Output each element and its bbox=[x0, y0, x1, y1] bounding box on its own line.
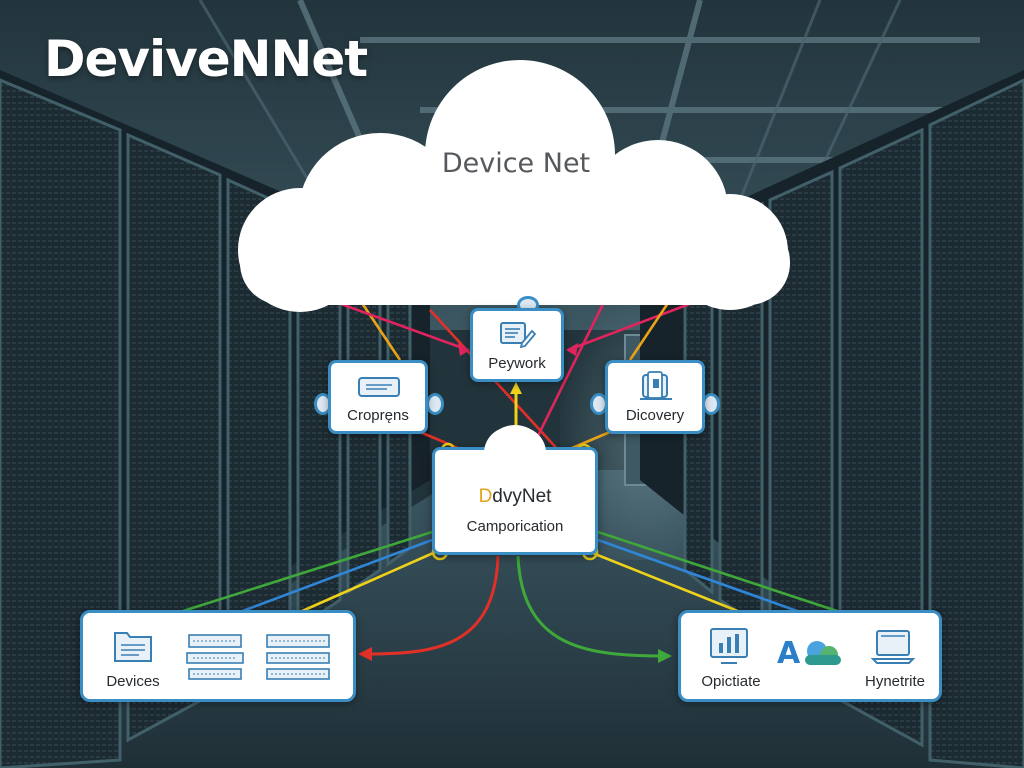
connector-cloud-left-magenta bbox=[329, 298, 469, 352]
connector-right-hub-orange bbox=[571, 430, 611, 450]
circuit-board-icon bbox=[266, 634, 330, 680]
node-dicovery-label: Dicovery bbox=[625, 407, 685, 424]
document-edit-icon bbox=[500, 322, 536, 349]
node-cropręns-label: Cropręns bbox=[347, 407, 409, 424]
connector-hub-bottomright-blue bbox=[597, 538, 801, 614]
connector-hub-output-green bbox=[516, 555, 669, 658]
svg-text:A: A bbox=[777, 636, 801, 669]
panel-output-right-label: Hynetrite bbox=[864, 673, 926, 690]
connector-cloud-right-orange bbox=[628, 299, 672, 361]
arrowhead-devices bbox=[358, 647, 372, 661]
node-peywork[interactable]: Peywork bbox=[470, 308, 564, 382]
cloud-logo-icon: A bbox=[777, 636, 841, 669]
card-reader-icon bbox=[358, 377, 400, 397]
folder-icon bbox=[114, 632, 152, 662]
hub-title: DdvyNet bbox=[435, 486, 595, 508]
connector-cloud-left-orange bbox=[358, 299, 402, 361]
connector-hub-devices-red bbox=[364, 555, 500, 656]
node-left-connector-tab-right bbox=[426, 393, 444, 415]
arrowhead-top bbox=[510, 382, 522, 394]
arrowhead-top-right bbox=[566, 343, 578, 356]
connector-hub-bottomleft-blue bbox=[239, 538, 433, 614]
arrowhead-top-left bbox=[458, 343, 470, 356]
connector-hub-bottomleft-yellow bbox=[299, 548, 441, 614]
connector-hub-bottomright-yellow bbox=[589, 550, 741, 614]
panel-output[interactable]: A Opictiate Hynetrite bbox=[678, 610, 942, 702]
node-peywork-label: Peywork bbox=[488, 355, 546, 372]
connector-cloud-right-magenta bbox=[567, 298, 701, 352]
node-dicovery[interactable]: Dicovery bbox=[605, 360, 705, 434]
hub-subtitle: Camporication bbox=[466, 518, 564, 535]
panel-devices[interactable]: Devices bbox=[80, 610, 356, 702]
hub-node[interactable]: DdvyNet Camporication bbox=[432, 447, 598, 555]
node-cropręns[interactable]: Cropręns bbox=[328, 360, 428, 434]
page-title: DeviveNNet bbox=[44, 30, 368, 88]
devices-icon bbox=[640, 371, 672, 400]
connector-hub-bottomleft-green bbox=[179, 530, 433, 614]
connector-hub-bottomright-green bbox=[597, 530, 841, 614]
connector-top-right-red bbox=[528, 299, 607, 453]
circuit-board-icon bbox=[186, 634, 244, 680]
cloud-shape bbox=[238, 60, 790, 312]
laptop-icon bbox=[871, 630, 915, 664]
hub-dome-cover bbox=[484, 427, 546, 453]
arrowhead-output bbox=[658, 649, 672, 663]
hub-title-accent: D bbox=[478, 486, 493, 507]
bar-chart-icon bbox=[710, 628, 748, 664]
panel-output-left-label: Opictiate bbox=[701, 673, 761, 690]
hub-title-rest: dvyNet bbox=[492, 486, 552, 507]
cloud-label: Device Net bbox=[441, 148, 591, 179]
panel-devices-label: Devices bbox=[106, 673, 160, 690]
